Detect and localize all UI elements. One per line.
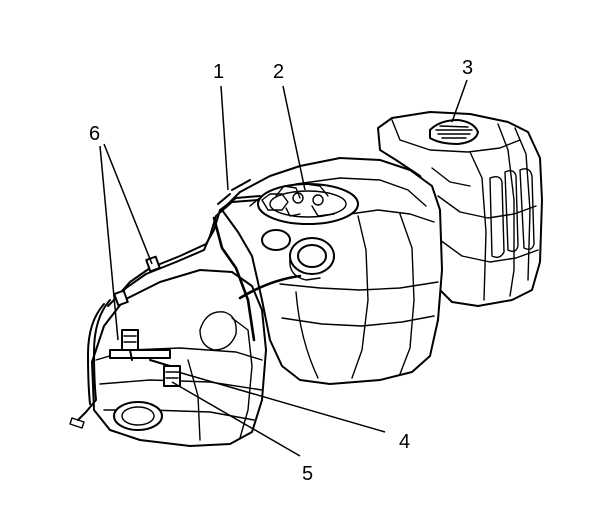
leader-1	[220, 85, 229, 191]
callout-leaders	[99, 79, 468, 457]
callout-3: 3	[462, 57, 473, 79]
leader-5	[171, 381, 301, 457]
rear-sender-unit	[429, 119, 479, 145]
fuel-tank	[91, 111, 543, 447]
fuel-pump-module	[257, 183, 359, 225]
callout-1: 1	[213, 61, 224, 83]
leader-2	[282, 85, 306, 191]
front-access-cover	[113, 401, 163, 431]
leader-6a	[99, 145, 119, 341]
harness-connectors	[109, 329, 181, 387]
tank-straps	[212, 179, 302, 342]
callout-4: 4	[399, 431, 410, 453]
callout-5: 5	[302, 463, 313, 485]
callout-labels: 1 2 3 4 5 6	[89, 57, 473, 485]
leader-3	[451, 79, 468, 123]
callout-6: 6	[89, 123, 100, 145]
filler-neck	[261, 229, 335, 281]
callout-2: 2	[273, 61, 284, 83]
line-clips	[113, 255, 161, 307]
leader-4	[177, 371, 386, 433]
fuel-lines	[69, 195, 261, 429]
leader-6b	[103, 143, 153, 265]
